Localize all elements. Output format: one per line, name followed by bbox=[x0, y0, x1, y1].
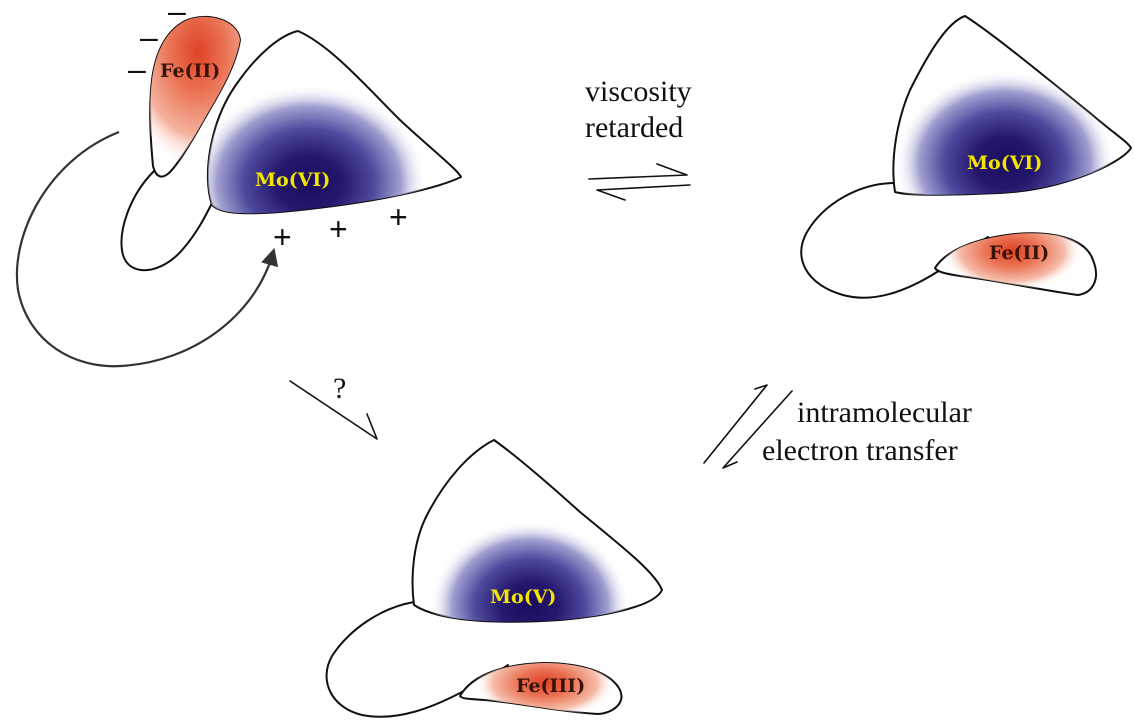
top-right-mo-shading bbox=[895, 71, 1115, 195]
mo-vi-label-top-right: Mo(VI) bbox=[967, 152, 1042, 174]
fe-ii-label-top-right: Fe(II) bbox=[989, 242, 1049, 264]
forward-half-arrow bbox=[588, 163, 688, 180]
reverse-half-arrow bbox=[596, 184, 691, 201]
negative-charge: – bbox=[128, 51, 146, 87]
equilibrium-arrows-icon bbox=[703, 384, 793, 469]
negative-charge: – bbox=[168, 0, 186, 29]
positive-charge: + bbox=[273, 219, 292, 255]
negative-charges: – – – bbox=[128, 0, 186, 87]
equilibrium-arrows-icon bbox=[588, 163, 691, 201]
downward-half-arrow bbox=[722, 390, 793, 469]
top-left-mo-shading bbox=[207, 85, 427, 214]
positive-charge: + bbox=[389, 199, 408, 235]
top-right-complex: Mo(VI) Fe(II) bbox=[800, 15, 1132, 299]
question-caption: ? bbox=[333, 372, 346, 405]
arrow-icon bbox=[289, 380, 378, 440]
negative-charge: – bbox=[140, 19, 158, 55]
electron-caption-line2: electron transfer bbox=[762, 434, 958, 467]
upward-half-arrow bbox=[703, 384, 768, 464]
fe-iii-label-bottom: Fe(III) bbox=[516, 675, 585, 697]
top-left-linker-loop bbox=[120, 170, 213, 272]
top-right-fe-shading bbox=[942, 233, 1082, 291]
positive-charges: + + + bbox=[273, 199, 408, 255]
bottom-complex: Mo(V) Fe(III) bbox=[325, 439, 663, 718]
fe-ii-label-top-left: Fe(II) bbox=[160, 60, 220, 82]
electron-caption-line1: intramolecular bbox=[797, 396, 972, 429]
top-right-linker-domain bbox=[800, 182, 989, 299]
curved-arrow-icon bbox=[15, 130, 279, 368]
mo-v-label-bottom: Mo(V) bbox=[490, 586, 556, 608]
bottom-mo-shading bbox=[430, 521, 630, 622]
viscosity-caption-line1: viscosity bbox=[585, 75, 692, 108]
viscosity-caption-line2: retarded bbox=[585, 111, 683, 144]
mo-vi-label-top-left: Mo(VI) bbox=[255, 169, 330, 191]
positive-charge: + bbox=[329, 211, 348, 247]
